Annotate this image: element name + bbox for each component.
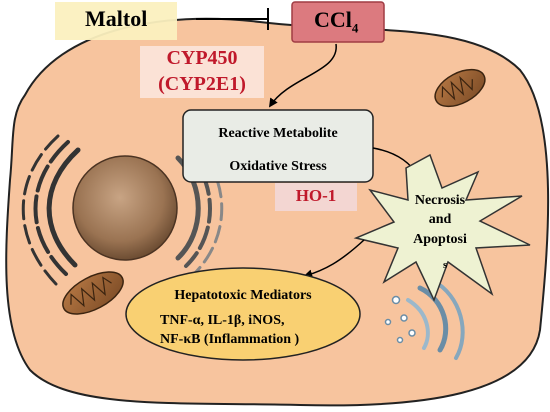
ho1-label: HO-1 bbox=[295, 186, 337, 205]
ccl4-label: CCl4 bbox=[314, 7, 359, 36]
arrow-necrosis-to-mediators bbox=[303, 239, 365, 279]
mediators-title: Hepatotoxic Mediators bbox=[174, 288, 312, 303]
ho1-box bbox=[275, 183, 357, 211]
enzyme-box bbox=[140, 46, 264, 98]
mediators-line1: TNF-α, IL-1β, iNOS, bbox=[160, 313, 285, 328]
mediators-ellipse bbox=[125, 267, 361, 361]
enzyme-label-line1: CYP450 bbox=[166, 47, 238, 69]
mediators-line2: NF-κB (Inflammation ) bbox=[160, 332, 300, 347]
apoptosis-label-tail: s bbox=[443, 259, 448, 271]
necrosis-and-label: and bbox=[428, 212, 452, 227]
endoplasmic-reticulum-icon bbox=[21, 134, 81, 286]
maltol-label: Maltol bbox=[85, 6, 148, 31]
necrosis-burst bbox=[353, 153, 531, 302]
ccl4-box bbox=[291, 1, 385, 43]
golgi-vesicles-icon bbox=[384, 278, 465, 360]
enzyme-label-line2: (CYP2E1) bbox=[158, 73, 246, 95]
apoptosis-label: Apoptosi bbox=[413, 232, 467, 247]
metabolite-label: Reactive Metabolite bbox=[218, 126, 338, 141]
ccl4-prefix: CCl bbox=[314, 7, 352, 32]
maltol-box bbox=[55, 2, 177, 40]
mitochondrion-bottom-icon bbox=[62, 271, 124, 315]
mitochondrion-top-icon bbox=[434, 68, 486, 108]
necrosis-label: Necrosis bbox=[414, 193, 466, 208]
nucleus-icon bbox=[72, 155, 178, 261]
metabolite-box bbox=[182, 109, 374, 183]
ccl4-subscript: 4 bbox=[351, 20, 359, 36]
oxidative-stress-label: Oxidative Stress bbox=[229, 159, 327, 174]
arrow-ccl4-to-metabolite bbox=[268, 43, 337, 108]
